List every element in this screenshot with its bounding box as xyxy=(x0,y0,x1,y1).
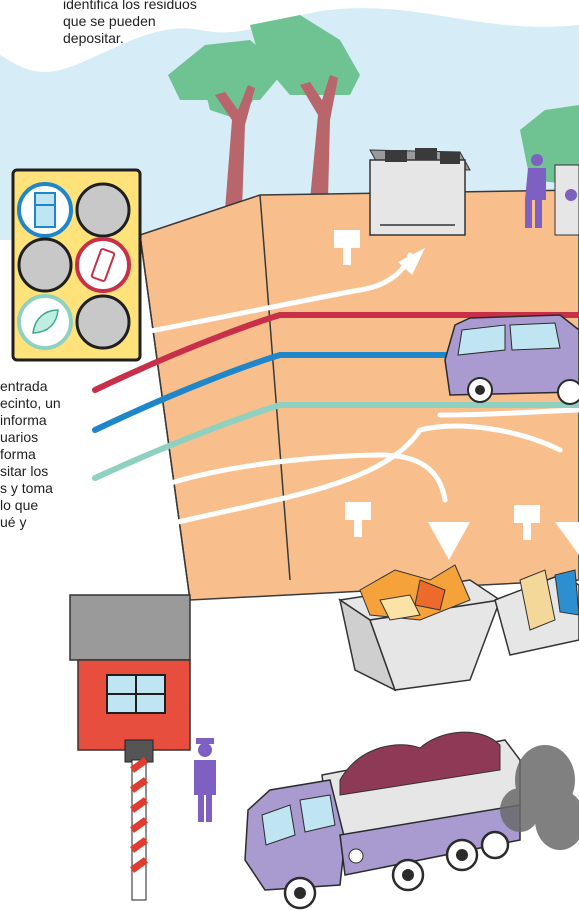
empty-slot xyxy=(19,239,71,291)
guard-figure xyxy=(194,738,216,822)
battery-container xyxy=(370,148,470,235)
caption-top: identifica los residuos que se pueden de… xyxy=(63,0,253,47)
dumpsters xyxy=(340,565,579,690)
fridge-icon xyxy=(19,184,71,236)
caption-left-line: uarios xyxy=(0,429,100,446)
caption-left-line: forma xyxy=(0,446,100,463)
dump-truck xyxy=(245,732,520,908)
leaf-icon xyxy=(19,296,71,348)
caption-left-line: entrada xyxy=(0,378,100,395)
caption-left: entrada ecinto, un informa uarios forma … xyxy=(0,378,100,531)
caption-top-line: identifica los residuos xyxy=(63,0,253,13)
empty-slot xyxy=(77,184,129,236)
caption-left-line: ué y xyxy=(0,514,100,531)
car xyxy=(445,315,579,404)
caption-left-line: sitar los xyxy=(0,463,100,480)
caption-left-line: lo que xyxy=(0,497,100,514)
battery-icon xyxy=(77,239,129,291)
caption-top-line: que se pueden xyxy=(63,13,253,30)
empty-slot xyxy=(77,296,129,348)
recycling-platform xyxy=(140,190,579,600)
caption-left-line: s y toma xyxy=(0,480,100,497)
waste-type-sign xyxy=(13,170,140,360)
caption-top-line: depositar. xyxy=(63,30,253,47)
entrance-booth xyxy=(70,595,190,750)
caption-left-line: informa xyxy=(0,412,100,429)
entrance-barrier xyxy=(125,740,153,900)
caption-left-line: ecinto, un xyxy=(0,395,100,412)
